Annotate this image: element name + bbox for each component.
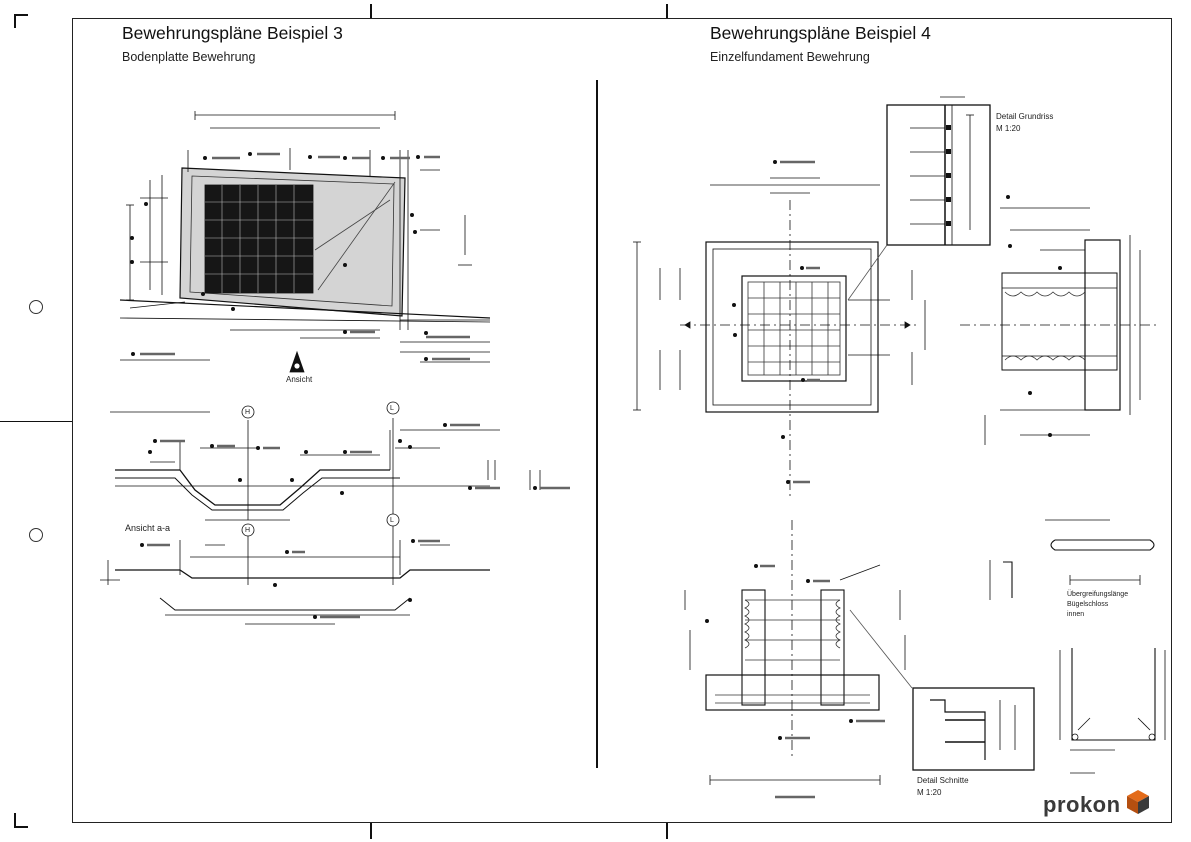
fundament-plan [633,160,926,500]
uebergreifung-line2: Bügelschloss [1067,601,1109,608]
panel-divider [596,80,598,768]
right-title: Bewehrungspläne Beispiel 4 [710,23,931,43]
ansicht-marker-label: Ansicht [286,375,313,384]
fold-mark [0,421,72,422]
crop-mark-icon [14,826,28,828]
fold-mark [666,823,668,839]
detail-schnitt [912,687,1035,771]
detail-grundriss-title: Detail Grundriss [996,112,1054,121]
section-two [100,513,490,625]
bodenplatte-plan [119,111,491,373]
bar-bending-details [989,519,1166,774]
right-subtitle: Einzelfundament Bewehrung [710,50,870,64]
detail-grundriss [847,96,991,301]
uebergreifung-line3: innen [1067,611,1085,618]
fold-mark [666,4,668,18]
detail-grundriss-scale: M 1:20 [996,124,1021,133]
axis-marker-l2: L [390,517,394,524]
detail-schnitt-title: Detail Schnitte [917,776,969,785]
prokon-logo-text: prokon [1043,792,1121,817]
fold-mark [370,823,372,839]
left-subtitle: Bodenplatte Bewehrung [122,50,256,64]
detail-schnitt-scale: M 1:20 [917,788,942,797]
crop-mark-icon [14,813,16,827]
fundament-section [684,520,913,799]
left-title: Bewehrungspläne Beispiel 3 [122,23,343,43]
prokon-logo-icon [1127,790,1149,814]
axis-marker-l1: L [390,405,394,412]
binder-hole-icon [29,528,43,542]
crop-mark-icon [14,14,16,28]
axis-marker-h2: H [245,527,251,534]
section-one [110,401,570,521]
fold-mark [370,4,372,18]
binder-hole-icon [29,300,43,314]
section-label: Ansicht a-a [125,523,171,533]
drawing-sheet-frame [72,18,1172,823]
axis-marker-h1: H [245,409,251,416]
crop-mark-icon [14,14,28,16]
column-section [960,195,1160,445]
uebergreifung-line1: Übergreifungslänge [1067,591,1129,598]
